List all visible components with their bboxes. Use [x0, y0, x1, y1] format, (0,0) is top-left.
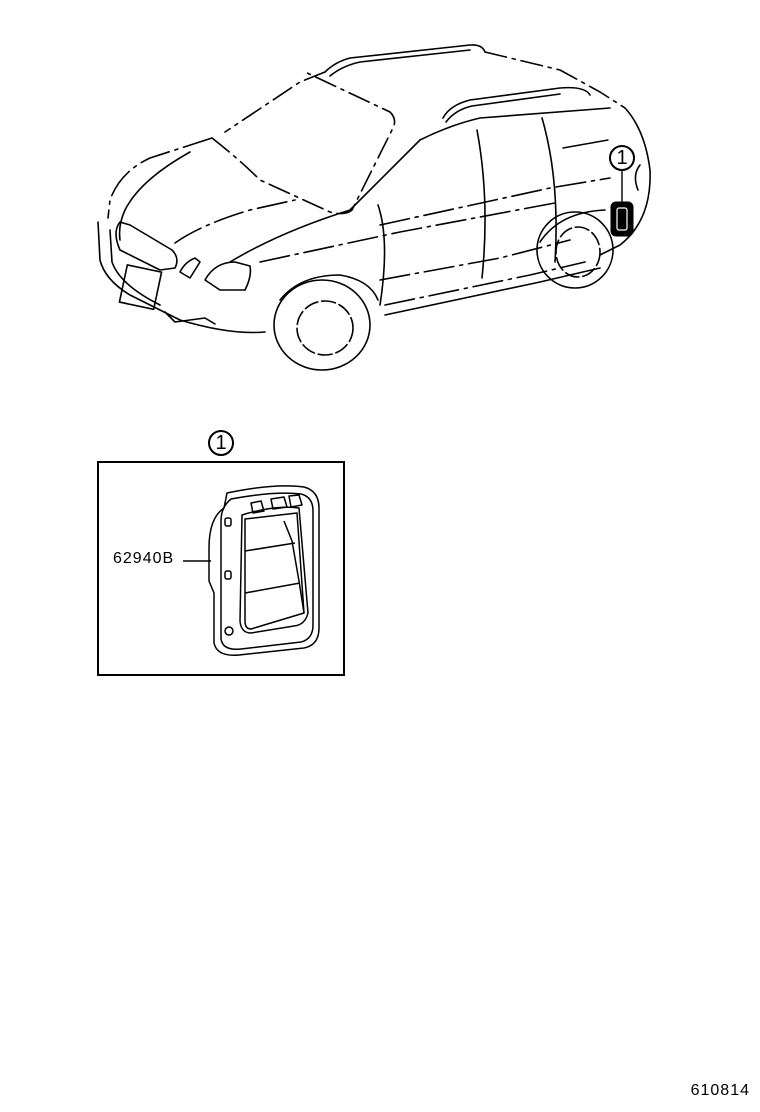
vehicle-illustration — [97, 44, 651, 371]
callout-1-detail: 1 — [208, 430, 234, 456]
vent-louver-illustration — [183, 485, 320, 656]
callout-1-vehicle: 1 — [609, 145, 635, 171]
part-number-label: 62940B — [113, 550, 175, 567]
drawing-id: 610814 — [690, 1082, 750, 1099]
detail-box: 62940B — [97, 461, 345, 676]
